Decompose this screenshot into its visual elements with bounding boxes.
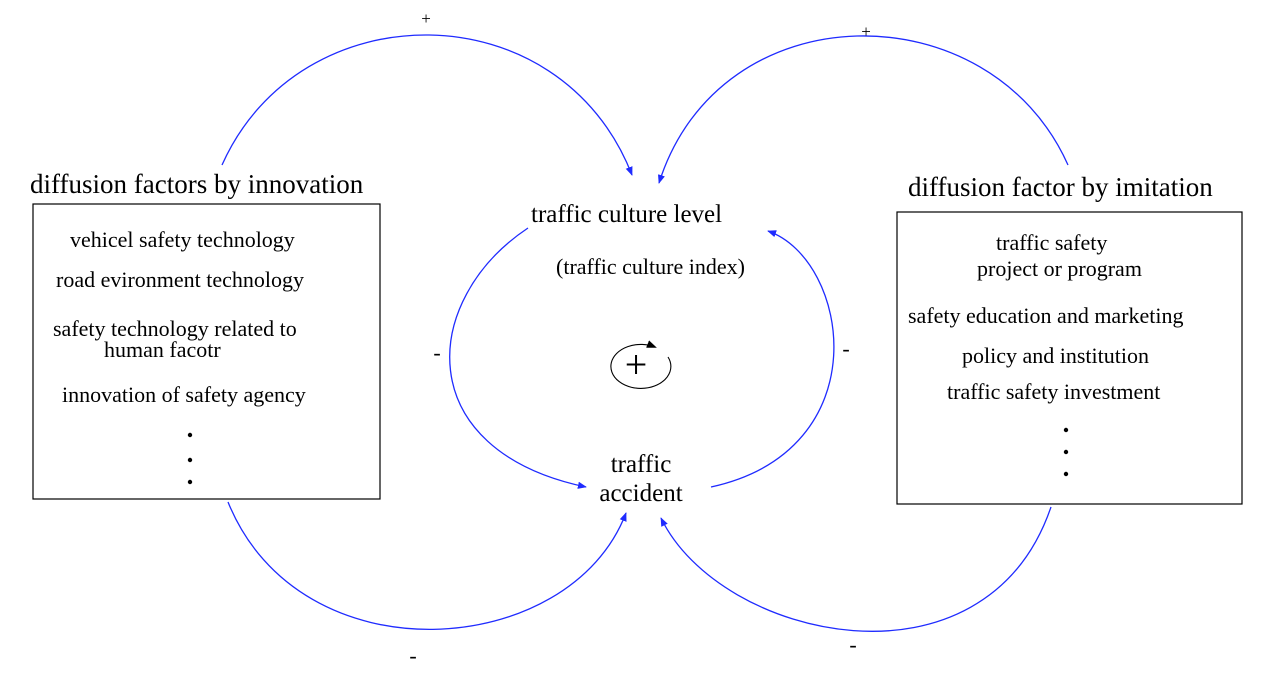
traffic-culture-index-label: (traffic culture index) bbox=[556, 254, 745, 279]
polarity-bottom-left: - bbox=[409, 643, 416, 668]
right-item-policy-institution: policy and institution bbox=[962, 343, 1149, 368]
polarity-top-right: + bbox=[861, 22, 871, 41]
polarity-inner-left: - bbox=[433, 340, 440, 365]
reinforcing-loop-icon: + bbox=[610, 340, 672, 389]
right-block-title: diffusion factor by imitation bbox=[908, 172, 1213, 202]
loop-sign: + bbox=[625, 342, 648, 387]
left-block-title: diffusion factors by innovation bbox=[30, 169, 364, 199]
left-item-vehicle-safety: vehicel safety technology bbox=[70, 227, 295, 252]
link-innovation-to-accident bbox=[227, 501, 627, 630]
link-imitation-to-culture bbox=[658, 35, 1069, 184]
link-innovation-to-culture bbox=[221, 34, 633, 176]
left-item-safety-tech-line2: human facotr bbox=[104, 337, 221, 362]
left-ellipsis-dots bbox=[187, 432, 193, 485]
link-imitation-to-accident bbox=[660, 506, 1052, 632]
link-accident-to-culture bbox=[710, 230, 835, 488]
polarity-inner-right: - bbox=[842, 336, 849, 361]
link-culture-to-accident bbox=[449, 227, 587, 489]
polarity-bottom-right: - bbox=[849, 632, 856, 657]
traffic-accident-label-line2: accident bbox=[599, 480, 682, 507]
traffic-accident-label-line1: traffic bbox=[611, 451, 672, 478]
left-factor-box bbox=[32, 203, 381, 500]
right-ellipsis-dots bbox=[1063, 427, 1069, 477]
left-item-safety-tech-line1: safety technology related to bbox=[53, 316, 297, 341]
traffic-culture-level-label: traffic culture level bbox=[531, 201, 722, 228]
right-item-safety-project-line1: traffic safety bbox=[996, 230, 1107, 255]
left-item-agency-innovation: innovation of safety agency bbox=[62, 382, 306, 407]
polarity-top-left: + bbox=[421, 9, 431, 28]
right-factor-box bbox=[896, 211, 1243, 505]
right-item-education-marketing: safety education and marketing bbox=[908, 303, 1184, 328]
left-item-road-environment: road evironment technology bbox=[56, 267, 304, 292]
right-item-safety-investment: traffic safety investment bbox=[947, 379, 1160, 404]
right-item-safety-project-line2: project or program bbox=[977, 256, 1142, 281]
